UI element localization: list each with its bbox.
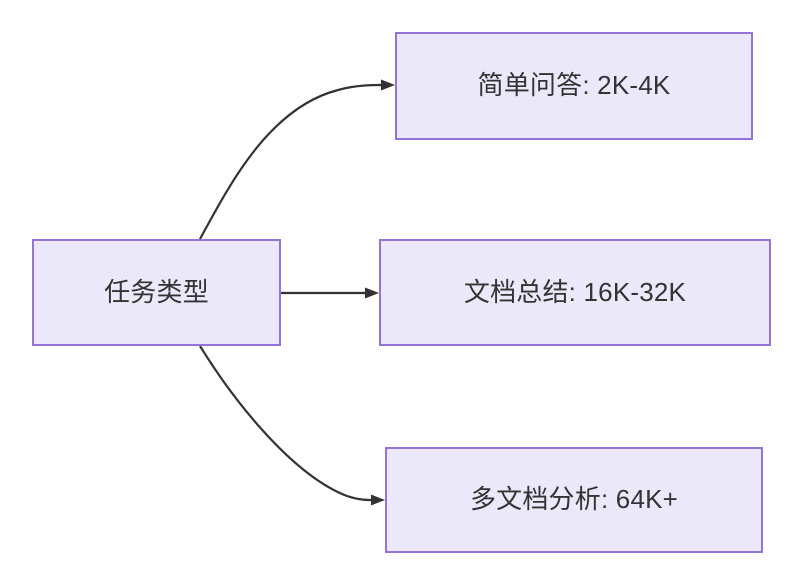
edge-source-to-doc-summary	[281, 287, 379, 299]
node-task-type[interactable]: 任务类型	[32, 239, 281, 346]
edge-source-to-simple-qa	[199, 79, 395, 240]
node-doc-summary-label: 文档总结: 16K-32K	[463, 276, 687, 307]
node-multi-doc-label: 多文档分析: 64K+	[469, 484, 679, 515]
edge-source-multi-doc-path	[199, 345, 374, 502]
node-doc-summary[interactable]: 文档总结: 16K-32K	[379, 239, 771, 346]
edge-source-simple-qa-arrowhead	[381, 79, 395, 91]
edge-source-simple-qa-path	[199, 83, 384, 240]
node-simple-qa-label: 简单问答: 2K-4K	[477, 70, 671, 101]
edge-source-to-multi-doc	[199, 345, 385, 506]
node-task-type-label: 任务类型	[104, 276, 209, 307]
edge-source-multi-doc-arrowhead	[371, 494, 385, 506]
node-multi-doc[interactable]: 多文档分析: 64K+	[385, 447, 763, 553]
edge-source-doc-summary-arrowhead	[365, 287, 379, 299]
node-simple-qa[interactable]: 简单问答: 2K-4K	[395, 32, 753, 140]
